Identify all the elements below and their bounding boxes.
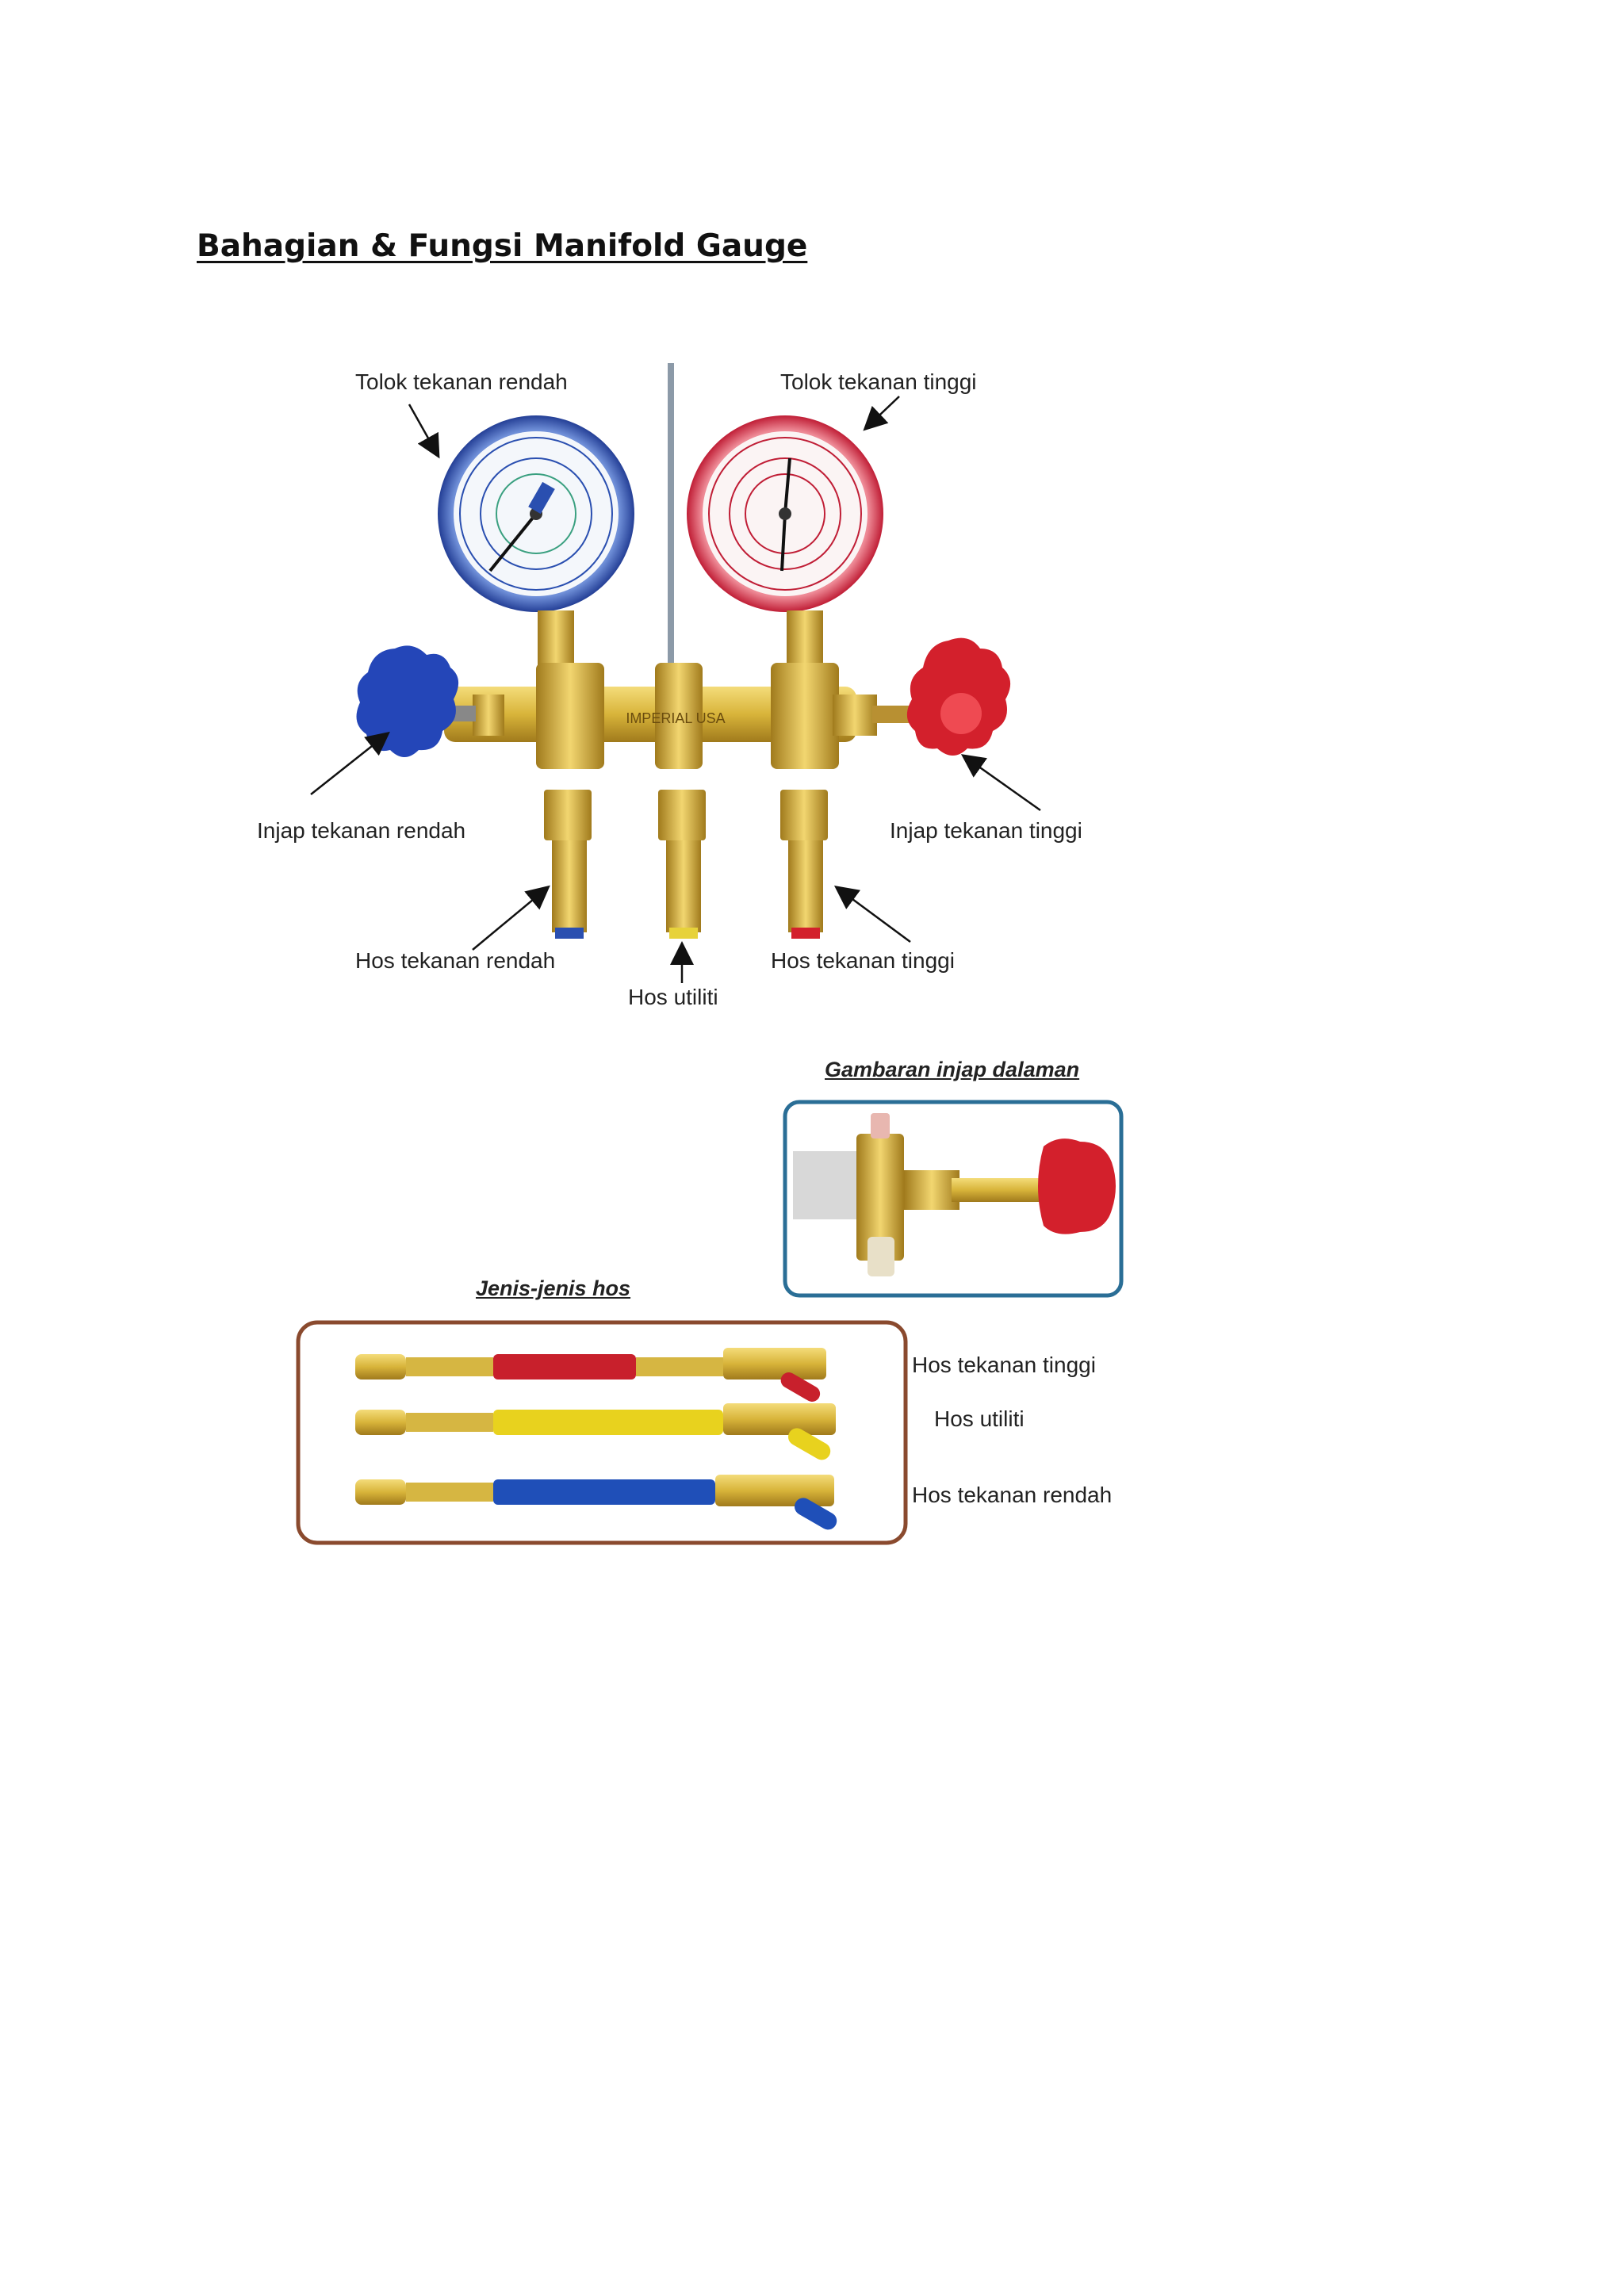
manifold-body: IMPERIAL USA (444, 663, 877, 769)
label-hose-utility: Hos utiliti (934, 1406, 1025, 1431)
label-high-hose: Hos tekanan tinggi (771, 948, 955, 973)
hose-red (355, 1348, 826, 1402)
low-hose-fitting (544, 790, 592, 939)
arrow-low-valve (310, 731, 390, 795)
svg-text:IMPERIAL USA: IMPERIAL USA (626, 710, 725, 726)
label-hose-high: Hos tekanan tinggi (912, 1353, 1096, 1377)
low-valve-knob (356, 645, 476, 757)
label-low-valve: Injap tekanan rendah (257, 818, 466, 843)
high-hose-fitting (780, 790, 828, 939)
caption-inner-valve: Gambaran injap dalaman (825, 1058, 1080, 1081)
inner-valve-figure (783, 1100, 1124, 1298)
arrow-high-hose (833, 886, 911, 943)
label-high-valve: Injap tekanan tinggi (890, 818, 1082, 843)
label-utility-hose: Hos utiliti (628, 985, 718, 1009)
arrow-high-gauge (863, 396, 900, 431)
hose-yellow (355, 1403, 836, 1460)
label-low-gauge: Tolok tekanan rendah (355, 369, 568, 394)
arrow-high-valve (960, 754, 1041, 812)
arrow-low-gauge (408, 404, 440, 459)
hose-blue (355, 1475, 837, 1530)
high-valve-knob (872, 637, 1011, 756)
label-high-gauge: Tolok tekanan tinggi (780, 369, 977, 394)
caption-hose-types: Jenis-jenis hos (476, 1276, 631, 1300)
label-low-hose: Hos tekanan rendah (355, 948, 556, 973)
label-hose-low: Hos tekanan rendah (912, 1483, 1113, 1507)
low-pressure-gauge (438, 415, 634, 666)
arrow-low-hose (472, 885, 550, 951)
high-pressure-gauge (687, 415, 883, 666)
hose-types-figure (296, 1320, 908, 1545)
center-rod (668, 363, 674, 664)
page-title: Bahagian & Fungsi Manifold Gauge (197, 228, 808, 264)
utility-hose-fitting (658, 790, 706, 939)
